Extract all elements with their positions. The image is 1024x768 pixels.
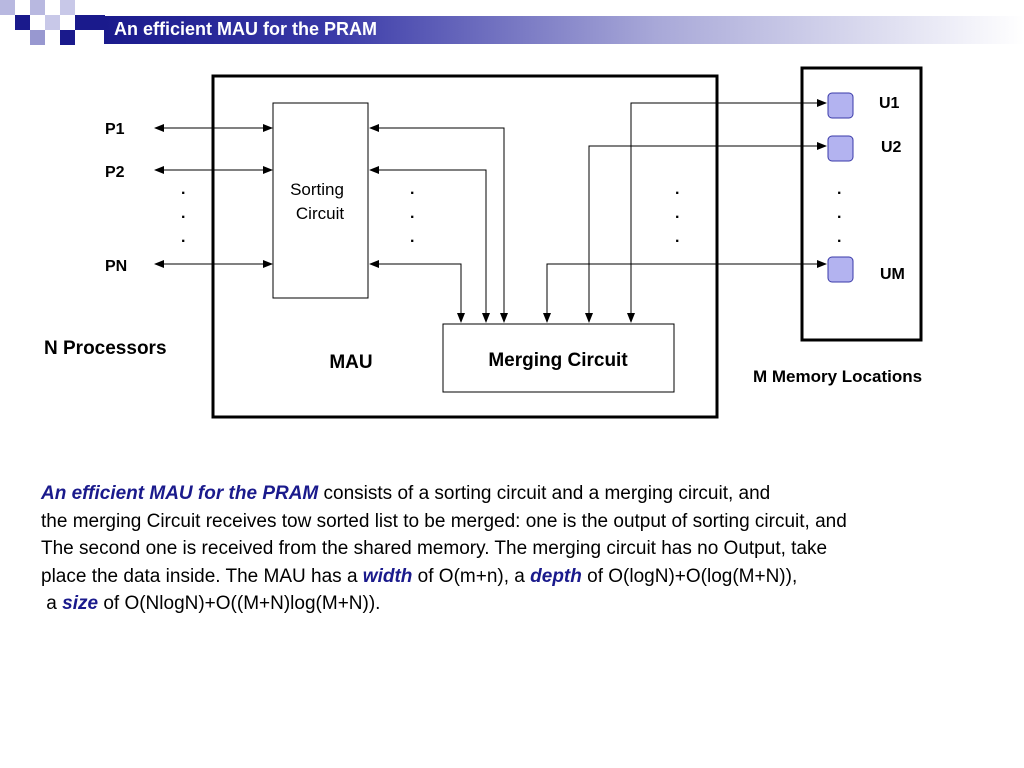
decor-square xyxy=(0,0,15,15)
memory-cell-um xyxy=(827,256,854,283)
paragraph-text: of O(logN)+O(log(M+N)), xyxy=(581,565,798,587)
paragraph-emphasis-size: size xyxy=(62,593,99,614)
memory-cell-u2 xyxy=(827,135,854,162)
processor-ellipsis-dot: . xyxy=(181,205,185,222)
memory-ellipsis-dot: . xyxy=(837,205,841,222)
paragraph-emphasis-width: width xyxy=(362,565,413,587)
paragraph-emphasis-title: An efficient MAU for the PRAM xyxy=(41,483,319,504)
processor-ellipsis-dot: . xyxy=(181,229,185,246)
memory-ellipsis-dot: . xyxy=(837,229,841,246)
memory-cell-u1 xyxy=(827,92,854,119)
memory-wire-ellipsis-dot: . xyxy=(675,181,679,198)
processor-label-pn: PN xyxy=(105,258,127,275)
memory-label-u1: U1 xyxy=(879,95,900,112)
memory-label-u2: U2 xyxy=(881,139,902,156)
sorting-circuit-label-line2: Circuit xyxy=(296,204,344,223)
processor-label-p2: P2 xyxy=(105,164,125,181)
description-paragraph: An efficient MAU for the PRAM consists o… xyxy=(41,480,1016,618)
processor-ellipsis-dot: . xyxy=(181,181,185,198)
sorting-circuit-box xyxy=(272,102,369,299)
wire-sort-out-1 xyxy=(369,124,508,323)
decor-square xyxy=(45,15,60,30)
mau-label: MAU xyxy=(329,352,372,373)
decor-square xyxy=(30,0,45,15)
slide-header: An efficient MAU for the PRAM xyxy=(0,0,1024,45)
paragraph-line-2: the merging Circuit receives tow sorted … xyxy=(41,510,847,532)
mau-diagram: Sorting Circuit Merging Circuit MAU P1 P… xyxy=(44,66,923,419)
decor-square xyxy=(60,30,75,45)
paragraph-line-1: An efficient MAU for the PRAM consists o… xyxy=(41,480,1016,508)
sorting-circuit-label-line1: Sorting xyxy=(290,180,344,199)
title-bar xyxy=(104,16,1024,44)
wire-sort-out-n xyxy=(369,260,465,323)
decor-square xyxy=(30,30,45,45)
merging-circuit-box xyxy=(442,323,675,393)
wire-mem-u2 xyxy=(585,142,827,323)
paragraph-line-3: The second one is received from the shar… xyxy=(41,538,828,559)
page-title: An efficient MAU for the PRAM xyxy=(114,19,377,39)
paragraph-line-4: place the data inside. The MAU has a wid… xyxy=(41,563,1016,591)
paragraph-text: place the data inside. The MAU has a xyxy=(41,565,363,587)
paragraph-text: a xyxy=(41,593,63,614)
wire-mem-um xyxy=(543,260,827,323)
output-ellipsis-dot: . xyxy=(410,205,414,222)
memory-label-um: UM xyxy=(880,266,905,283)
output-ellipsis-dot: . xyxy=(410,229,414,246)
processors-caption: N Processors xyxy=(44,338,167,359)
decor-square xyxy=(75,15,90,30)
processor-label-p1: P1 xyxy=(105,121,125,138)
memory-box xyxy=(800,66,923,342)
paragraph-text: of O(m+n), a xyxy=(412,565,531,587)
decor-square xyxy=(60,0,75,15)
memory-wire-ellipsis-dot: . xyxy=(675,205,679,222)
memory-caption: M Memory Locations xyxy=(753,367,922,386)
decor-square xyxy=(15,15,30,30)
paragraph-text: of O(NlogN)+O((M+N)log(M+N)). xyxy=(98,593,381,614)
decor-square xyxy=(90,15,105,30)
wire-sort-out-2 xyxy=(369,166,490,323)
paragraph-text: consists of a sorting circuit and a merg… xyxy=(318,483,771,504)
output-ellipsis-dot: . xyxy=(410,181,414,198)
paragraph-emphasis-depth: depth xyxy=(530,565,582,587)
merging-circuit-label: Merging Circuit xyxy=(488,350,628,371)
memory-ellipsis-dot: . xyxy=(837,181,841,198)
memory-wire-ellipsis-dot: . xyxy=(675,229,679,246)
wire-mem-u1 xyxy=(627,99,827,323)
paragraph-line-5: a size of O(NlogN)+O((M+N)log(M+N)). xyxy=(41,590,1016,618)
